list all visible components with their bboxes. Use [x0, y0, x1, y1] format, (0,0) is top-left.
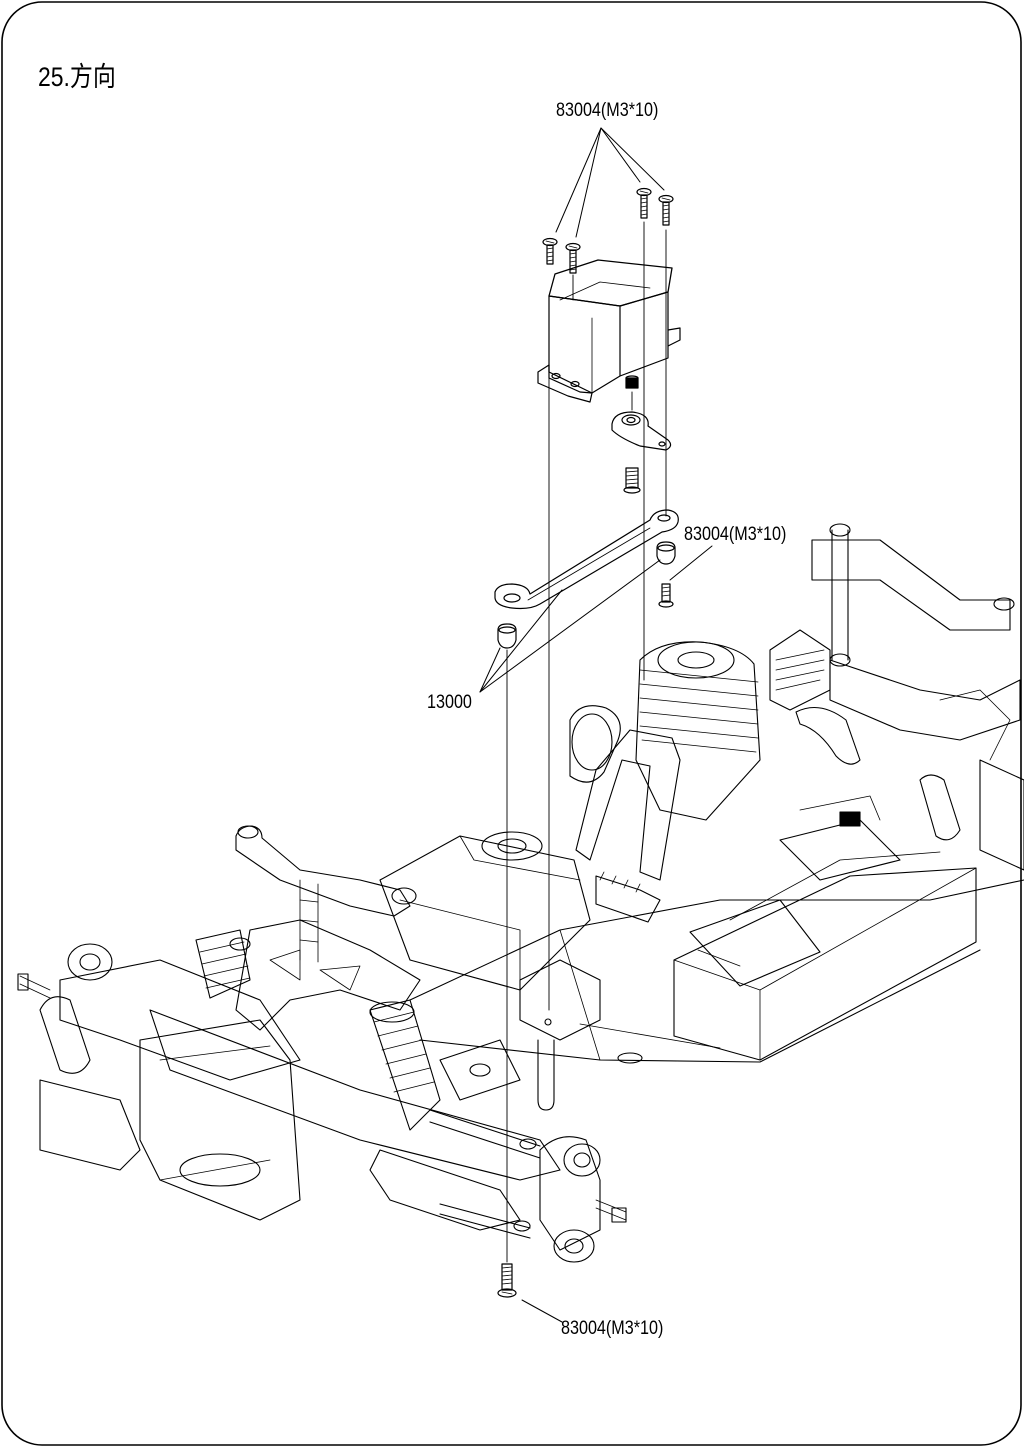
- pivot-ball-callout: 13000: [427, 692, 472, 713]
- steering-link: [494, 509, 679, 610]
- leader-lines-middle: [479, 545, 713, 693]
- leader-lines-top: [555, 127, 665, 238]
- bottom-screw-callout: 83004(M3*10): [561, 1318, 664, 1339]
- front-suspension: [17, 825, 627, 1263]
- pivot-ball-left: [497, 623, 517, 649]
- ball-screw-callout: 83004(M3*10): [684, 524, 787, 545]
- assembly-guides: [506, 221, 667, 1263]
- chassis: [379, 523, 1024, 1111]
- servo-screws: [542, 187, 674, 274]
- servo-spline: [625, 377, 639, 389]
- ball-screw: [658, 583, 674, 608]
- leader-line-bottom: [521, 1299, 563, 1323]
- step-title: 25.方向: [38, 62, 116, 92]
- horn-screw: [623, 467, 641, 494]
- bottom-screw: [497, 1263, 517, 1298]
- pivot-ball-right: [656, 541, 676, 565]
- servo-horn: [611, 411, 672, 451]
- servo-screw-callout: 83004(M3*10): [556, 100, 659, 121]
- servo-unit: [537, 259, 681, 403]
